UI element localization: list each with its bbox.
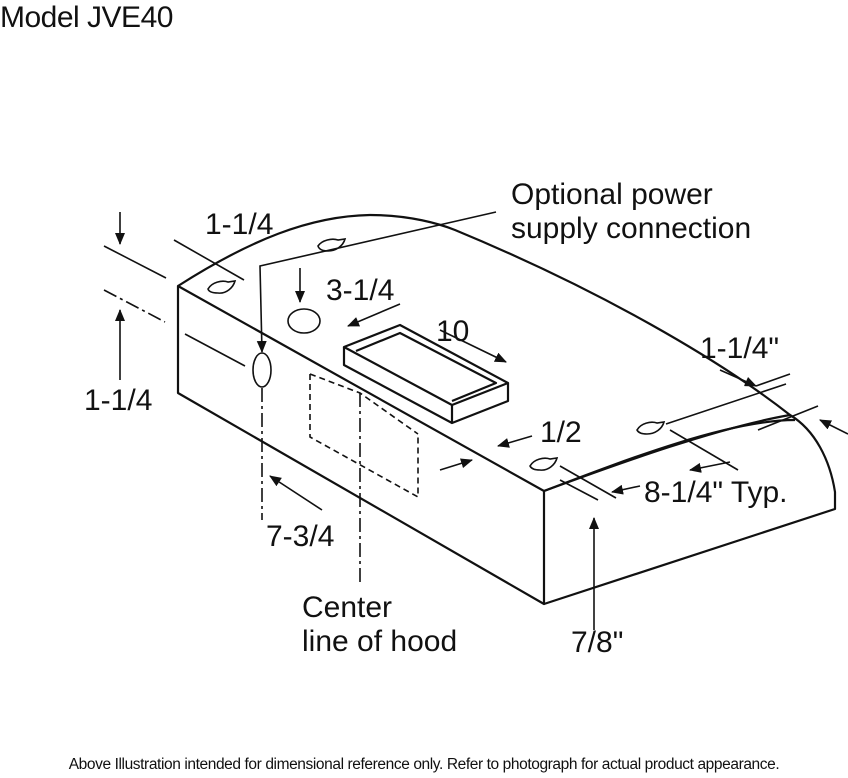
duct-inner [355, 331, 498, 403]
label-dim-top-left: 1-1/4 [205, 208, 273, 241]
hood-top-edge [177, 213, 791, 416]
label-center-line-2: line of hood [302, 625, 457, 658]
label-optional-power-2: supply connection [511, 212, 751, 245]
duct-front [342, 347, 510, 425]
label-dim-left-side: 1-1/4 [84, 384, 152, 417]
hood-front-face [543, 413, 837, 606]
side-hole [252, 352, 272, 388]
label-dim-center-offset: 7-3/4 [266, 520, 334, 553]
hood-curved-edge [543, 418, 796, 493]
hood-left-face [176, 284, 546, 606]
label-center-line-1: Center [302, 591, 392, 624]
keyhole-slot-left [207, 280, 237, 294]
label-dim-half: 1/2 [540, 416, 582, 449]
keyhole-slot-top [317, 238, 347, 252]
keyhole-slot-right [636, 421, 666, 435]
dimension-lines [103, 211, 848, 630]
model-title: Model JVE40 [0, 1, 173, 34]
duct-collar [342, 323, 510, 425]
keyhole-slot-middle [529, 457, 559, 471]
label-dim-right-top: 1-1/4" [700, 332, 779, 365]
label-dim-knockout-offset: 3-1/4 [326, 274, 394, 307]
label-dim-keyhole-spacing: 8-1/4" Typ. [644, 476, 788, 509]
label-optional-power-1: Optional power [511, 178, 713, 211]
keyhole-slots [207, 238, 666, 471]
power-knockout [287, 308, 321, 334]
disclaimer-footer: Above Illustration intended for dimensio… [68, 756, 780, 773]
label-dim-bottom-right: 7/8" [571, 626, 623, 659]
label-dim-duct-width: 10 [436, 315, 469, 348]
